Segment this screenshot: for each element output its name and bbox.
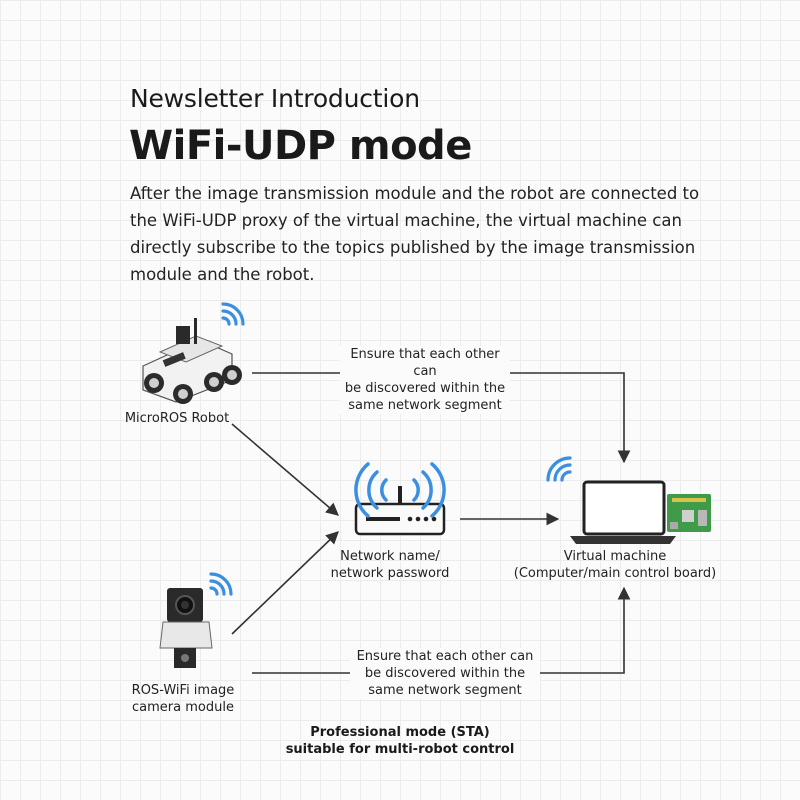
vm-label-line1: Virtual machine xyxy=(563,549,667,564)
router-label-line1: Network name/ xyxy=(340,549,440,564)
section-subtitle: Newsletter Introduction xyxy=(130,84,420,113)
vm-label: Virtual machine (Computer/main control b… xyxy=(505,548,725,582)
top-connection-note: Ensure that each other can be discovered… xyxy=(340,346,510,414)
robot-label: MicroROS Robot xyxy=(124,411,230,426)
top-note-line2: be discovered within the xyxy=(344,381,506,396)
camera-wifi-icon xyxy=(209,572,233,596)
mode-caption-line1: Professional mode (STA) xyxy=(310,725,490,740)
bottom-note-line3: same network segment xyxy=(368,683,522,698)
camera-module-icon xyxy=(159,588,213,668)
description-paragraph: After the image transmission module and … xyxy=(130,184,700,284)
robot-icon xyxy=(142,318,242,404)
router-wifi-icon xyxy=(354,462,446,518)
top-note-line1: Ensure that each other can xyxy=(350,347,500,379)
bottom-note-line2: be discovered within the xyxy=(364,666,526,681)
mode-caption-line2: suitable for multi-robot control xyxy=(285,742,515,757)
router-label: Network name/ network password xyxy=(320,548,460,582)
bottom-note-line1: Ensure that each other can xyxy=(356,649,534,664)
router-icon xyxy=(354,486,446,536)
camera-label-line1: ROS-WiFi image xyxy=(131,683,235,698)
mode-caption: Professional mode (STA) suitable for mul… xyxy=(250,724,550,758)
camera-label-line2: camera module xyxy=(132,700,234,715)
arrow-camera-to-router xyxy=(231,531,339,635)
laptop-icon xyxy=(570,480,676,544)
robot-wifi-icon xyxy=(221,302,245,326)
arrow-robot-to-router xyxy=(231,423,339,516)
control-board-icon xyxy=(667,494,711,532)
page-title: WiFi-UDP mode xyxy=(129,123,472,169)
vm-wifi-icon xyxy=(546,456,572,482)
vm-label-line2: (Computer/main control board) xyxy=(513,566,717,581)
top-note-line3: same network segment xyxy=(348,398,502,413)
bottom-connection-note: Ensure that each other can be discovered… xyxy=(350,648,540,699)
camera-label: ROS-WiFi image camera module xyxy=(118,682,248,716)
router-label-line2: network password xyxy=(330,566,450,581)
